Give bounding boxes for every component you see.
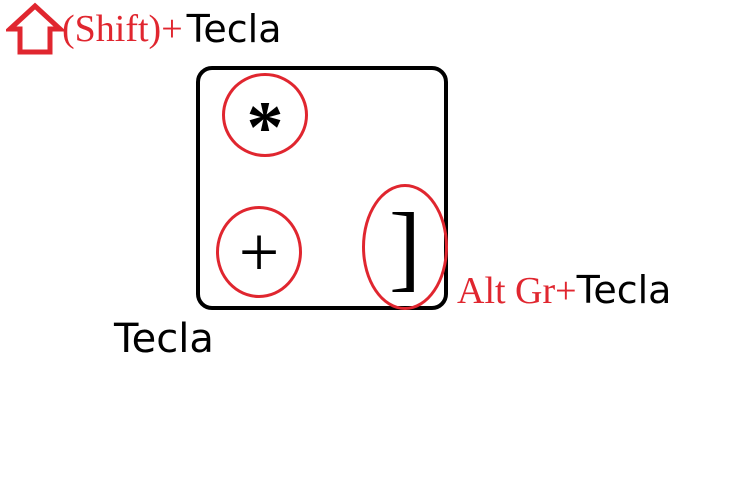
base-symbol: +	[238, 212, 280, 292]
altgr-modifier-text: Alt Gr+	[457, 270, 577, 312]
altgr-symbol: ]	[389, 193, 421, 300]
base-key-label: Tecla	[114, 316, 214, 362]
altgr-combination-label: Alt Gr+ Tecla	[457, 268, 671, 313]
shift-key-text: Tecla	[186, 7, 282, 51]
keycap: * + ]	[196, 66, 448, 310]
altgr-symbol-ring: ]	[362, 184, 448, 310]
shift-modifier-text: (Shift)+	[62, 8, 183, 50]
base-symbol-ring: +	[216, 206, 302, 298]
shift-combination-label: (Shift)+ Tecla	[6, 2, 282, 56]
shift-arrow-icon	[6, 2, 64, 55]
altgr-key-text: Tecla	[576, 268, 672, 312]
shift-symbol: *	[246, 87, 284, 169]
shift-symbol-ring: *	[222, 73, 308, 165]
